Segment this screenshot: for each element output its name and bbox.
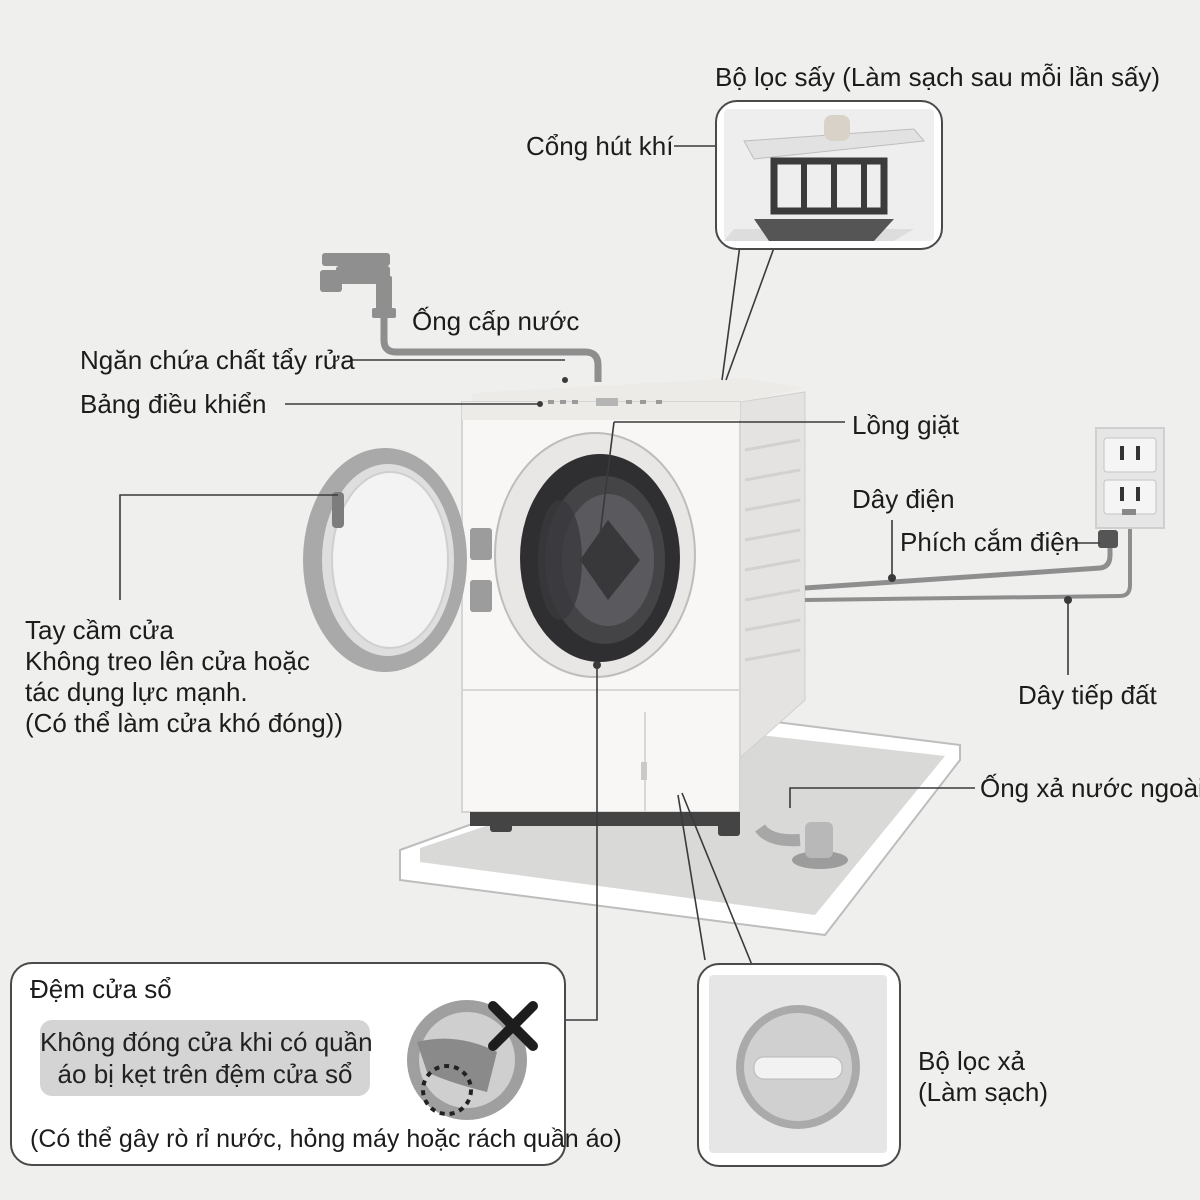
drain-filter-callout [697, 963, 901, 1167]
door-seal-photo [407, 1000, 538, 1120]
open-door [303, 448, 467, 672]
water-faucet-icon [320, 253, 396, 318]
label-detergent-compartment: Ngăn chứa chất tẩy rửa [80, 345, 355, 375]
label-drum: Lồng giặt [852, 410, 959, 440]
label-control-panel: Bảng điều khiển [80, 389, 267, 419]
door-seal-box: Đệm cửa sổ Không đóng cửa khi có quần áo… [10, 962, 622, 1166]
door-hinges [470, 528, 492, 612]
drum [494, 432, 696, 678]
label-power-cord: Dây điện [852, 484, 955, 514]
dryer-filter-photo [724, 109, 934, 241]
water-supply-hose [380, 318, 602, 382]
ground-wire [804, 520, 1132, 602]
label-dryer-filter: Bộ lọc sấy (Làm sạch sau mỗi lần sấy) [715, 62, 1161, 92]
cross-mark-icon [488, 1001, 538, 1051]
door-seal-warning: Không đóng cửa khi có quần áo bị kẹt trê… [40, 1020, 373, 1096]
label-power-plug: Phích cắm điện [900, 527, 1080, 557]
door-seal-note: (Có thể gây rò rỉ nước, hỏng máy hoặc rá… [30, 1125, 622, 1153]
label-ground-wire: Dây tiếp đất [1018, 680, 1157, 710]
label-door-handle: Tay cầm cửa Không treo lên cửa hoặc tác … [25, 615, 343, 738]
door-seal-title: Đệm cửa sổ [30, 974, 172, 1004]
dryer-filter-callout [715, 100, 943, 250]
label-air-intake: Cổng hút khí [526, 131, 674, 161]
external-drain-hose [755, 822, 848, 869]
wall-outlet-icon [1095, 427, 1165, 529]
power-plug-icon [1098, 530, 1118, 548]
drain-filter-photo [709, 975, 887, 1153]
power-cord [804, 540, 1113, 591]
label-water-supply-hose: Ống cấp nước [412, 306, 580, 336]
label-external-drain-hose: Ống xả nước ngoài [980, 773, 1200, 803]
label-drain-filter: Bộ lọc xả (Làm sạch) [918, 1046, 1049, 1107]
